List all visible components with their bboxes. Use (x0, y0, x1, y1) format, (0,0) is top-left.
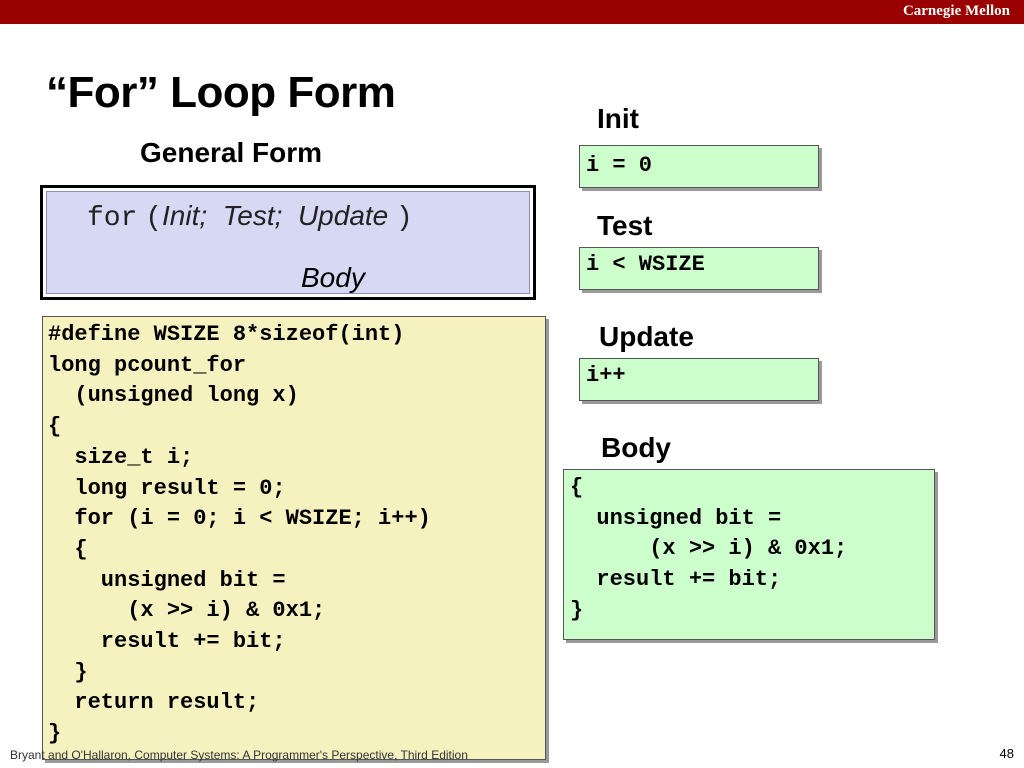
init-code-box: i = 0 (579, 145, 819, 188)
update-code-box: i++ (579, 358, 819, 401)
test-code: i < WSIZE (586, 252, 705, 277)
general-form-heading: General Form (140, 137, 323, 168)
body-label: Body (601, 432, 671, 463)
general-form-box: for (Init; Test; Update ) Body (40, 185, 536, 300)
update-label: Update (599, 321, 694, 352)
body-placeholder: Body (301, 262, 365, 293)
code-listing-box: #define WSIZE 8*sizeof(int) long pcount_… (42, 316, 546, 760)
init-placeholder: Init; (162, 200, 208, 231)
close-paren: ) (396, 203, 413, 234)
update-code: i++ (586, 363, 626, 388)
footer-citation: Bryant and O'Hallaron, Computer Systems:… (10, 748, 468, 762)
update-placeholder: Update (297, 200, 389, 231)
general-form-panel: for (Init; Test; Update ) Body (46, 191, 530, 294)
init-label: Init (597, 103, 639, 134)
test-code-box: i < WSIZE (579, 247, 819, 290)
test-label: Test (597, 210, 653, 241)
page-number: 48 (999, 746, 1014, 761)
body-code-box: { unsigned bit = (x >> i) & 0x1; result … (563, 469, 935, 640)
for-keyword: for (87, 203, 138, 234)
code-listing: #define WSIZE 8*sizeof(int) long pcount_… (48, 322, 431, 747)
general-form-syntax: for (Init; Test; Update ) (87, 200, 413, 234)
body-code: { unsigned bit = (x >> i) & 0x1; result … (570, 475, 848, 623)
open-paren: ( (145, 203, 163, 234)
test-placeholder: Test; (222, 200, 283, 231)
brand-label: Carnegie Mellon (902, 3, 1010, 19)
header-bar: Carnegie Mellon (0, 0, 1024, 24)
init-code: i = 0 (586, 153, 653, 178)
slide-title: “For” Loop Form (46, 68, 396, 117)
